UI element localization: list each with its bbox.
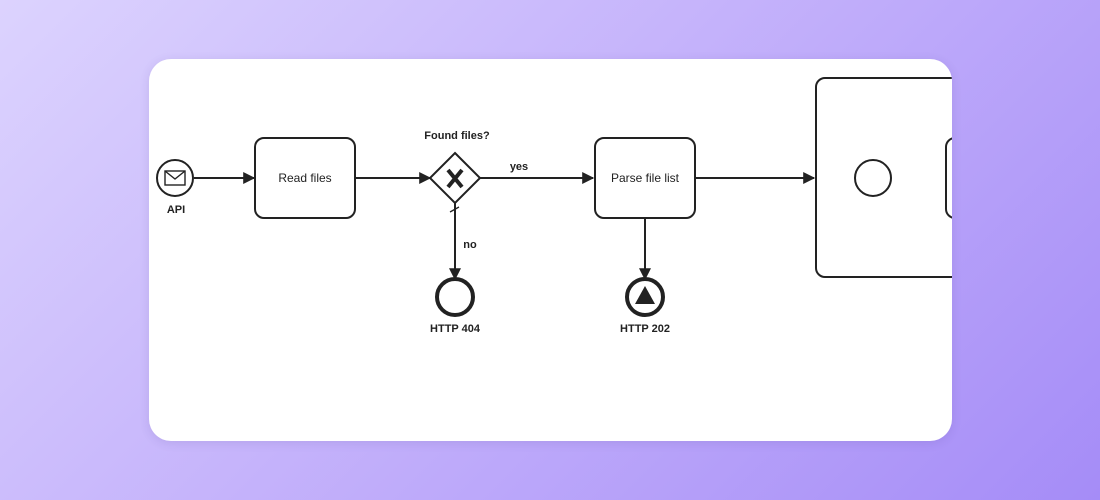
http-202-label: HTTP 202 [620, 323, 670, 335]
envelope-icon [164, 170, 186, 186]
parse-file-list-label: Parse file list [611, 171, 680, 185]
subprocess-task[interactable] [945, 137, 952, 219]
subprocess-start-event[interactable] [854, 159, 892, 197]
default-flow-slash [449, 206, 460, 213]
no-flow-label: no [463, 239, 477, 251]
http-404-end-event[interactable] [435, 277, 475, 317]
parse-file-list-task[interactable]: Parse file list [594, 137, 696, 219]
api-event-label: API [167, 204, 185, 216]
x-marker-icon [446, 168, 464, 189]
http-404-label: HTTP 404 [430, 323, 481, 335]
api-start-event[interactable] [156, 159, 194, 197]
task-box [594, 137, 696, 219]
end-event-circle [435, 277, 475, 317]
gateway-label: Found files? [424, 130, 490, 142]
yes-flow-label: yes [510, 161, 528, 173]
read-files-task[interactable]: Read files [254, 137, 356, 219]
diagram-card: API Read files Found files? yes no HTTP … [149, 59, 952, 441]
sequence-flows [194, 172, 946, 281]
task-box [254, 137, 356, 219]
read-files-label: Read files [278, 171, 331, 185]
triangle-icon [635, 286, 655, 304]
bpmn-diagram: API Read files Found files? yes no HTTP … [156, 77, 952, 335]
subprocess[interactable] [815, 77, 952, 278]
exclusive-gateway[interactable] [428, 151, 482, 205]
http-202-end-event[interactable] [625, 277, 665, 317]
